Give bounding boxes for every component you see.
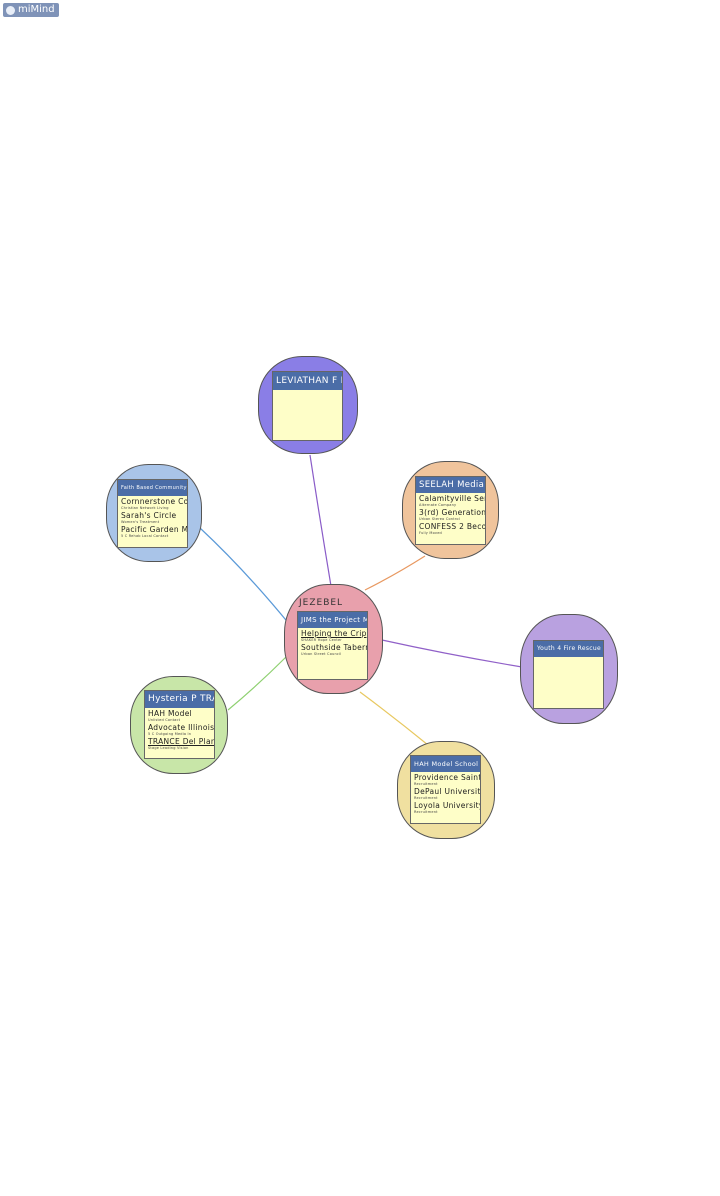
item-title: Providence Saint M bbox=[414, 773, 480, 782]
item-title: Pacific Garden Miss bbox=[121, 525, 187, 534]
edge-hystena bbox=[227, 656, 287, 711]
item-title: Advocate Illinois Ma bbox=[148, 723, 214, 732]
list-item[interactable]: Advocate Illinois Ma 5 C Outgoing Media … bbox=[145, 723, 214, 737]
item-subtitle: 5 C Outgoing Media In bbox=[148, 732, 192, 736]
edge-youth bbox=[381, 639, 523, 668]
list-item[interactable]: Southside Tabernacle Urban Street Counci… bbox=[298, 643, 367, 657]
item-title: CONFESS 2 Becom bbox=[419, 522, 485, 531]
edge-leviathan bbox=[309, 454, 332, 587]
list-item[interactable]: Providence Saint M Recruitment bbox=[411, 773, 480, 787]
item-subtitle: Christian Network Living bbox=[121, 506, 169, 510]
item-title: Calamityville Series bbox=[419, 494, 485, 503]
item-title: Sarah's Circle bbox=[121, 511, 177, 520]
edge-hah bbox=[359, 691, 429, 746]
item-title: Cornnerstone Com bbox=[121, 497, 187, 506]
item-title: 3(rd) Generation Gr bbox=[419, 508, 485, 517]
mimind-logo[interactable]: miMind bbox=[3, 3, 59, 17]
leviathan-card[interactable]: LEVIATHAN F Lucifer bbox=[272, 371, 343, 441]
item-subtitle: Unlisted Contact bbox=[148, 718, 181, 722]
jezebel-header: JIMS the Project Manager bbox=[298, 612, 367, 628]
item-subtitle: SHAKER Hope Center bbox=[301, 638, 342, 642]
item-subtitle: Fully Moved bbox=[419, 531, 442, 535]
list-item[interactable]: Sarah's Circle Women's Treatment bbox=[118, 511, 187, 525]
item-subtitle: Urban Street Council bbox=[301, 652, 342, 656]
item-title: Helping the Crippled bbox=[301, 629, 367, 638]
youth-header: Youth 4 Fire Rescue Mission bbox=[534, 641, 603, 657]
item-subtitle: Alternate Company bbox=[419, 503, 457, 507]
item-subtitle: Recruitment bbox=[414, 782, 438, 786]
fourfold-header: Faith Based Community Organizer bbox=[118, 480, 187, 496]
edge-seelah bbox=[364, 555, 426, 591]
item-subtitle: Stage Leading Vision bbox=[148, 746, 189, 750]
brain-icon bbox=[6, 5, 15, 15]
list-item[interactable]: HAH Model Unlisted Contact bbox=[145, 709, 214, 723]
center-label: JEZEBEL bbox=[299, 598, 344, 608]
item-title: DePaul University C bbox=[414, 787, 480, 796]
hah-card[interactable]: HAH Model School Network Providence Sain… bbox=[410, 755, 481, 824]
item-subtitle: Women's Treatment bbox=[121, 520, 160, 524]
youth-card[interactable]: Youth 4 Fire Rescue Mission bbox=[533, 640, 604, 709]
logo-text: miMind bbox=[18, 4, 55, 15]
list-item[interactable]: Cornnerstone Com Christian Network Livin… bbox=[118, 497, 187, 511]
list-item[interactable]: Helping the Crippled SHAKER Hope Center bbox=[298, 629, 367, 643]
seelah-card[interactable]: SEELAH Media Writer Calamityville Series… bbox=[415, 476, 486, 545]
leviathan-header: LEVIATHAN F Lucifer bbox=[273, 372, 342, 390]
seelah-header: SEELAH Media Writer bbox=[416, 477, 485, 493]
list-item[interactable]: CONFESS 2 Becom Fully Moved bbox=[416, 522, 485, 536]
list-item[interactable]: DePaul University C Recruitment bbox=[411, 787, 480, 801]
item-subtitle: Recruitment bbox=[414, 796, 438, 800]
item-subtitle: Urban Stereo Control bbox=[419, 517, 460, 521]
hystena-card[interactable]: Hysteria P TRANCE HAH Model Unlisted Con… bbox=[144, 690, 215, 759]
list-item[interactable]: Calamityville Series Alternate Company bbox=[416, 494, 485, 508]
item-subtitle: 5 C Rehab Local Contact bbox=[121, 534, 169, 538]
hystena-header: Hysteria P TRANCE bbox=[145, 691, 214, 708]
list-item[interactable]: Pacific Garden Miss 5 C Rehab Local Cont… bbox=[118, 525, 187, 539]
hah-header: HAH Model School Network bbox=[411, 756, 480, 772]
list-item[interactable]: TRANCE Del Plan Stage Leading Vision bbox=[145, 737, 214, 751]
jezebel-card[interactable]: JIMS the Project Manager Helping the Cri… bbox=[297, 611, 368, 680]
list-item[interactable]: Loyola University C Recruitment bbox=[411, 801, 480, 815]
item-title: Loyola University C bbox=[414, 801, 480, 810]
fourfold-card[interactable]: Faith Based Community Organizer Cornners… bbox=[117, 479, 188, 548]
item-subtitle: Recruitment bbox=[414, 810, 438, 814]
list-item[interactable]: 3(rd) Generation Gr Urban Stereo Control bbox=[416, 508, 485, 522]
item-title: TRANCE Del Plan bbox=[148, 737, 214, 746]
item-title: Southside Tabernacle bbox=[301, 643, 367, 652]
item-title: HAH Model bbox=[148, 709, 193, 718]
edge-fourfold bbox=[199, 527, 291, 626]
